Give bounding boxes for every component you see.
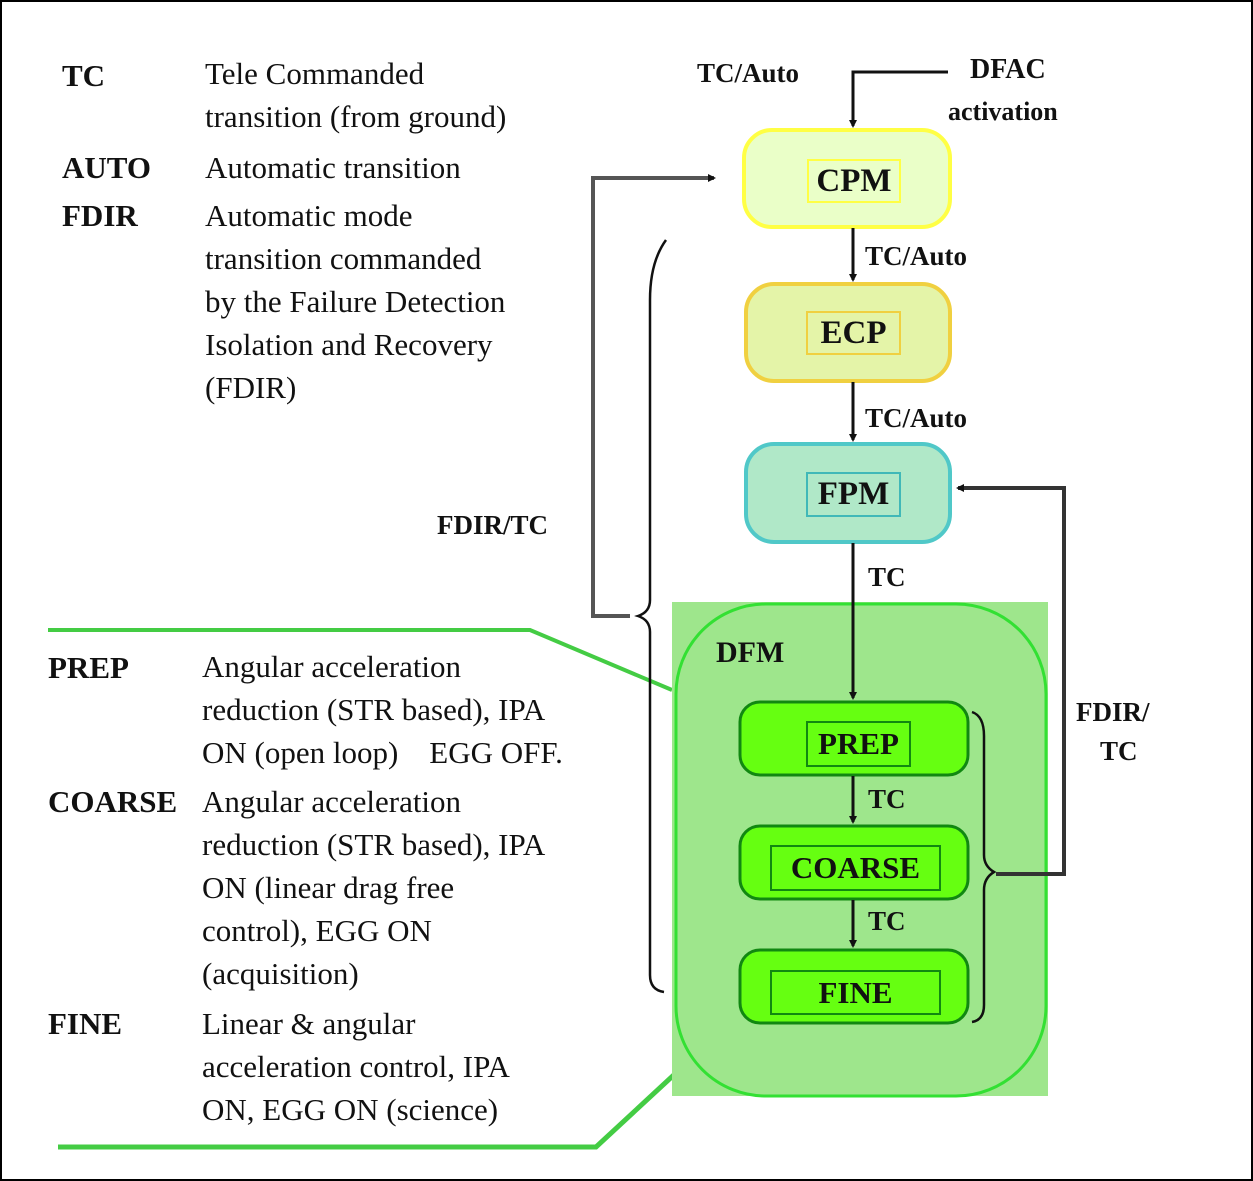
legend-desc-line: control), EGG ON	[202, 913, 432, 948]
legend-desc-line: (FDIR)	[205, 370, 297, 405]
legend-desc-auto: Automatic transition	[205, 146, 461, 189]
cpm-label-box	[807, 159, 901, 203]
legend-desc-fine: Linear & angular acceleration control, I…	[202, 1002, 510, 1131]
legend-desc-prep: Angular acceleration reduction (STR base…	[202, 645, 563, 774]
legend-abbr-fdir: FDIR	[62, 198, 138, 233]
coarse-fine-transition-label: TC	[868, 906, 906, 936]
ecp-label: ECP	[820, 314, 887, 351]
legend-desc-line: transition (from ground)	[205, 99, 507, 134]
callout-line-bottom	[58, 1058, 692, 1150]
fpm-node[interactable]	[744, 442, 952, 544]
coarse-label: COARSE	[790, 850, 921, 885]
dfac-label-line2: activation	[948, 97, 1058, 126]
legend-desc-line: (acquisition)	[202, 956, 359, 991]
legend-desc-tc: Tele Commanded transition (from ground)	[205, 52, 506, 138]
fpm-label: FPM	[817, 476, 890, 512]
legend-abbr-auto: AUTO	[62, 150, 152, 185]
dfac-label-line1: DFAC	[970, 54, 1046, 85]
arrow-fdir-to-cpm	[591, 174, 716, 618]
entry-transition-label: TC/Auto	[697, 58, 800, 88]
legend-desc-coarse: Angular acceleration reduction (STR base…	[202, 780, 545, 995]
dfm-label: DFM	[716, 636, 785, 669]
prep-label-box	[806, 721, 911, 767]
cpm-label: CPM	[816, 162, 892, 199]
left-brace	[634, 239, 668, 994]
legend-desc-line: by the Failure Detection	[205, 284, 506, 319]
arrow-fdir-to-fpm	[956, 484, 1066, 876]
fine-label-box	[770, 970, 941, 1015]
legend-desc-line: Linear & angular	[202, 1006, 416, 1041]
legend-desc-line: Automatic mode	[205, 198, 413, 233]
ecp-label-box	[806, 311, 901, 355]
fine-label: FINE	[818, 974, 893, 1010]
ecp-fpm-transition-label: TC/Auto	[865, 403, 968, 433]
legend-abbr-prep: PREP	[48, 650, 129, 685]
legend-desc-line: ON (linear drag free	[202, 870, 455, 905]
fdir-tc-right-label-line1: FDIR/	[1076, 697, 1150, 727]
legend-desc-line: Angular acceleration	[202, 784, 462, 819]
legend-desc-line: ON, EGG ON (science)	[202, 1092, 499, 1127]
ecp-node[interactable]	[744, 282, 952, 383]
fpm-label-box	[806, 472, 901, 517]
dfm-container[interactable]	[674, 602, 1048, 1098]
legend-desc-line: Automatic transition	[205, 150, 461, 185]
arrow-dfac-to-cpm	[849, 70, 948, 128]
legend-desc-line: ON (open loop) EGG OFF.	[202, 735, 563, 770]
prep-coarse-transition-label: TC	[868, 784, 906, 814]
legend-desc-line: Angular acceleration	[202, 649, 462, 684]
callout-line-top	[48, 628, 673, 692]
prep-label: PREP	[818, 726, 899, 761]
legend-desc-line: reduction (STR based), IPA	[202, 827, 546, 862]
legend-desc-line: reduction (STR based), IPA	[202, 692, 546, 727]
fine-node[interactable]	[738, 948, 970, 1025]
coarse-label-box	[770, 845, 941, 891]
fpm-dfm-transition-label: TC	[868, 562, 906, 592]
coarse-node[interactable]	[738, 824, 970, 901]
fdir-tc-right-label-line2: TC	[1100, 736, 1138, 766]
legend-abbr-tc: TC	[62, 58, 106, 93]
legend-desc-line: acceleration control, IPA	[202, 1049, 510, 1084]
legend-abbr-fine: FINE	[48, 1006, 123, 1041]
legend-desc-line: Isolation and Recovery	[205, 327, 493, 362]
legend-desc-fdir: Automatic mode transition commanded by t…	[205, 194, 505, 409]
legend-abbr-coarse: COARSE	[48, 784, 178, 819]
cpm-ecp-transition-label: TC/Auto	[865, 241, 968, 271]
legend-desc-line: transition commanded	[205, 241, 482, 276]
right-brace	[971, 710, 997, 1024]
legend-desc-line: Tele Commanded	[205, 56, 425, 91]
fdir-tc-left-label: FDIR/TC	[437, 510, 549, 540]
